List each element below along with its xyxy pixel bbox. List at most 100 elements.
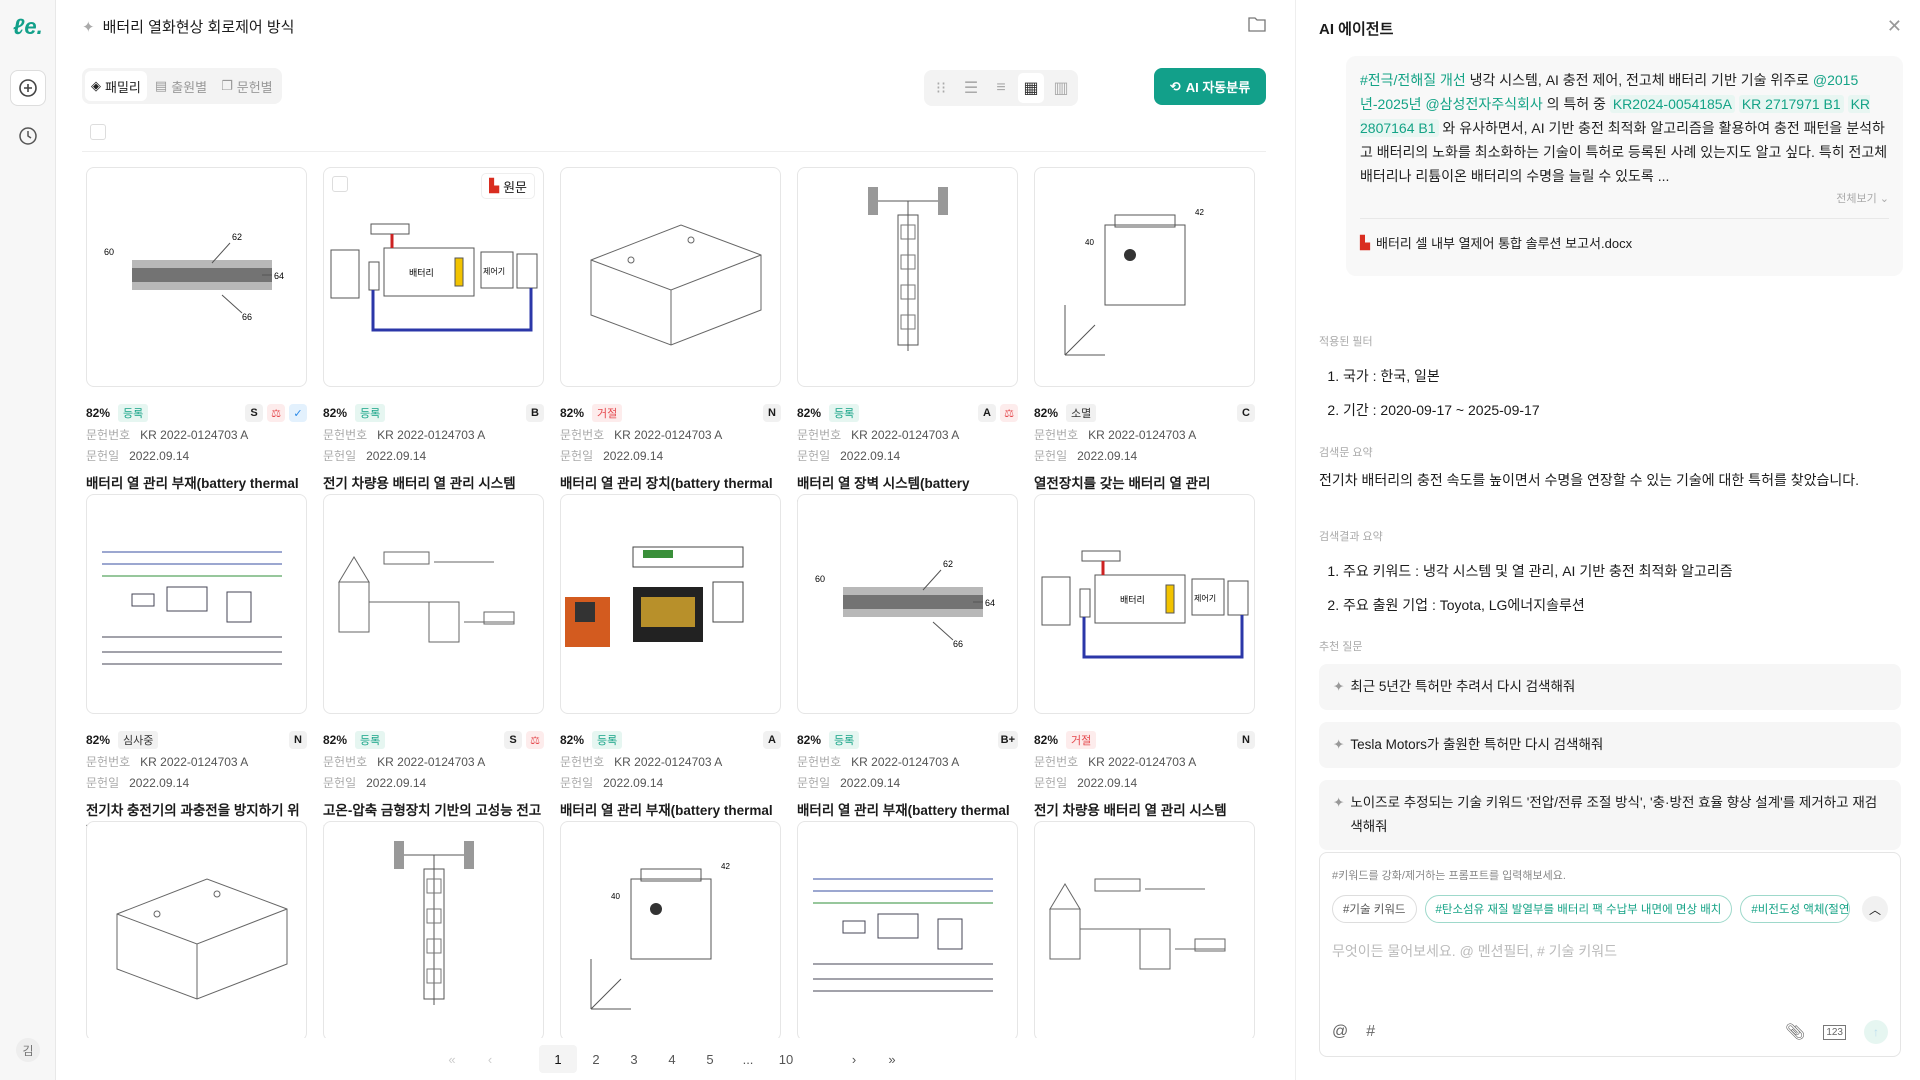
attached-file[interactable]: ▙ 배터리 셀 내부 열제어 통합 솔루션 보고서.docx: [1360, 233, 1889, 252]
suggestion-item[interactable]: ✦노이즈로 추정되는 기술 키워드 '전압/전류 조절 방식', '충·방전 효…: [1319, 780, 1901, 850]
doc-date-label: 문헌일: [323, 776, 357, 790]
segment-by-applicant[interactable]: ▤출원별: [149, 71, 213, 101]
status-badge: 등록: [355, 404, 386, 422]
page-button[interactable]: 10: [778, 1051, 794, 1067]
prev-page-button[interactable]: ‹: [487, 1051, 493, 1067]
page-button[interactable]: 1: [539, 1045, 577, 1073]
patent-card[interactable]: [1034, 821, 1255, 1041]
first-page-button[interactable]: «: [448, 1051, 456, 1067]
patent-chip[interactable]: KR2024-0054185A: [1609, 95, 1735, 113]
collapse-keywords-button[interactable]: ︿: [1862, 896, 1888, 922]
segment-family[interactable]: ◈패밀리: [85, 71, 147, 101]
keyword-tag[interactable]: #전극/전해질 개선: [1360, 72, 1466, 88]
segment-label: 문헌별: [236, 79, 273, 95]
patent-drawing-thumbnail[interactable]: [560, 167, 781, 387]
keyword-chip[interactable]: #기술 키워드: [1332, 895, 1417, 923]
number-format-button[interactable]: 123: [1823, 1024, 1846, 1040]
chat-input[interactable]: 무엇이든 물어보세요. @ 멘션필터, # 기술 키워드: [1332, 943, 1617, 959]
patent-drawing-thumbnail[interactable]: [86, 494, 307, 714]
last-page-button[interactable]: »: [888, 1051, 896, 1067]
svg-text:배터리: 배터리: [1120, 595, 1145, 605]
view-detail-list[interactable]: ☰: [958, 73, 984, 103]
new-search-button[interactable]: [10, 70, 46, 106]
sparkle-icon: ✦: [1333, 679, 1345, 694]
doc-date-value: 2022.09.14: [840, 449, 901, 463]
patent-drawing-thumbnail[interactable]: [323, 494, 544, 714]
new-search-icon: [19, 79, 37, 97]
show-all-button[interactable]: 전체보기 ⌄: [1360, 190, 1889, 206]
next-page-button[interactable]: ›: [851, 1051, 857, 1067]
patent-card[interactable]: [323, 821, 544, 1041]
doc-number-value: KR 2022-0124703 A: [377, 755, 486, 769]
page-button[interactable]: 3: [630, 1051, 638, 1067]
select-all-checkbox[interactable]: [90, 124, 106, 140]
card-badges: B+: [997, 731, 1018, 749]
patent-drawing-thumbnail[interactable]: [560, 494, 781, 714]
attach-button[interactable]: 📎︎: [1785, 1022, 1805, 1042]
folder-button[interactable]: [1248, 16, 1266, 37]
paperclip-icon: 📎︎: [1785, 1024, 1806, 1041]
ai-classify-icon: ⟲: [1169, 78, 1181, 94]
card-select-checkbox[interactable]: [332, 176, 348, 192]
patent-drawing-thumbnail[interactable]: [797, 167, 1018, 387]
keyword-chip[interactable]: #탄소섬유 재질 발열부를 배터리 팩 수납부 내면에 면상 배치: [1424, 895, 1733, 923]
mention-button[interactable]: @: [1332, 1023, 1349, 1040]
segment-by-document[interactable]: ❐문헌별: [215, 71, 279, 101]
doc-date-value: 2022.09.14: [366, 449, 427, 463]
page-button[interactable]: 2: [592, 1051, 600, 1067]
view-grid[interactable]: ▦: [1018, 73, 1044, 103]
app-logo[interactable]: ℓe.: [13, 14, 43, 39]
suggestion-item[interactable]: ✦최근 5년간 특허만 추려서 다시 검색해줘: [1319, 664, 1901, 710]
view-original-button[interactable]: ▙원문: [481, 173, 535, 199]
page-title: 배터리 열화현상 회로제어 방식: [102, 19, 295, 36]
mention-period[interactable]: @2015년-2025년: [1360, 72, 1859, 112]
close-panel-button[interactable]: ✕: [1887, 16, 1902, 37]
patent-card[interactable]: [86, 821, 307, 1041]
card-badges: N: [1237, 731, 1255, 749]
view-columns[interactable]: ▥: [1048, 73, 1074, 103]
patent-drawing-thumbnail[interactable]: [86, 821, 307, 1041]
hashtag-button[interactable]: #: [1366, 1023, 1376, 1040]
history-button[interactable]: [10, 118, 46, 154]
patent-chip[interactable]: KR 2717971 B1: [1738, 95, 1844, 113]
page-button[interactable]: 4: [668, 1051, 676, 1067]
sidebar: ℓe. 김: [0, 0, 56, 1080]
view-list[interactable]: ≡: [988, 73, 1014, 103]
ai-auto-classify-button[interactable]: ⟲AI 자동분류: [1154, 68, 1266, 105]
patent-drawing-thumbnail[interactable]: [1034, 821, 1255, 1041]
mention-applicant[interactable]: @삼성전자주식회사: [1425, 96, 1543, 112]
send-button[interactable]: ↑: [1864, 1020, 1888, 1044]
card-badges: S⚖✓: [245, 404, 307, 422]
suggestion-item[interactable]: ✦Tesla Motors가 출원한 특허만 다시 검색해줘: [1319, 722, 1901, 768]
keyword-chip[interactable]: #비전도성 액체(절연: [1740, 895, 1851, 923]
patent-drawing-thumbnail[interactable]: [797, 821, 1018, 1041]
page-button[interactable]: 5: [706, 1051, 714, 1067]
view-compact-list[interactable]: ⁝⁝: [928, 73, 954, 103]
patent-card[interactable]: [797, 821, 1018, 1041]
patent-drawing-thumbnail[interactable]: [323, 821, 544, 1041]
user-avatar[interactable]: 김: [16, 1038, 40, 1062]
